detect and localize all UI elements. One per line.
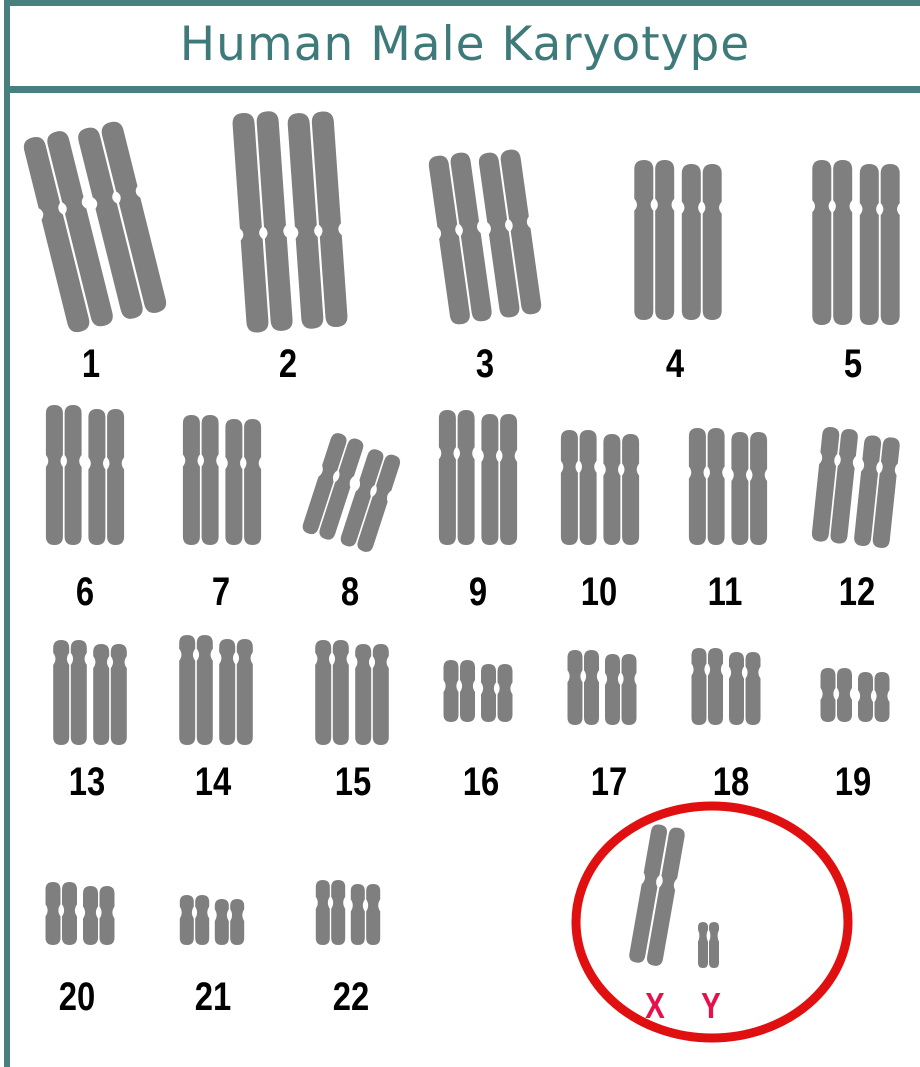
chromosome-pair-20 — [46, 882, 115, 945]
chromosome-pair-12 — [811, 426, 901, 549]
chromosome-21-homolog-b — [215, 899, 244, 945]
chromosome-14-homolog-b — [219, 639, 253, 745]
chromosome-22-homolog-b — [351, 884, 380, 945]
chromosome-2-homolog-a — [232, 111, 293, 334]
label-chromosome-15: 15 — [316, 760, 390, 804]
label-chromosome-18: 18 — [694, 760, 768, 804]
chromosome-7-homolog-b — [225, 419, 261, 545]
label-chromosome-22: 22 — [314, 975, 388, 1019]
chromosome-12-homolog-b — [853, 435, 900, 549]
chromosome-6-homolog-a — [46, 405, 82, 545]
chromosome-pair-4 — [634, 160, 721, 320]
chromosome-pair-7 — [183, 415, 261, 545]
label-chromosome-12: 12 — [820, 570, 894, 614]
chromosome-16-homolog-a — [444, 660, 476, 722]
chromosome-19-homolog-b — [858, 672, 890, 722]
chromosome-pair-18 — [692, 648, 761, 725]
chromosome-6-homolog-b — [88, 409, 124, 545]
chromosome-x — [628, 823, 686, 967]
chromosome-pair-21 — [180, 895, 244, 945]
chromosome-pair-17 — [568, 650, 637, 725]
label-chromosome-10: 10 — [562, 570, 636, 614]
chromosome-pair-8 — [301, 431, 403, 554]
chromosome-19-homolog-a — [821, 668, 853, 722]
chromosome-pair-13 — [53, 640, 127, 745]
chromosome-15-homolog-a — [315, 640, 349, 745]
chromosome-13-homolog-b — [93, 644, 127, 745]
label-chromosome-9: 9 — [441, 570, 515, 614]
chromosome-pair-19 — [821, 668, 890, 722]
chromosome-15-homolog-b — [355, 644, 389, 745]
chromosome-20-homolog-a — [46, 882, 78, 945]
chromosome-18-homolog-a — [692, 648, 724, 725]
label-chromosome-16: 16 — [444, 760, 518, 804]
chromosome-18-homolog-b — [729, 652, 761, 725]
chromosome-pair-14 — [179, 635, 253, 745]
label-chromosome-3: 3 — [448, 342, 522, 386]
chromosome-9-homolog-b — [481, 414, 517, 545]
label-chromosome-8: 8 — [313, 570, 387, 614]
label-chromosome-2: 2 — [251, 342, 325, 386]
chromosome-13-homolog-a — [53, 640, 87, 745]
chromosome-9-homolog-a — [439, 410, 475, 545]
label-chromosome-x: X — [635, 984, 676, 1028]
chromosome-y — [698, 922, 719, 968]
chromosome-4-homolog-a — [634, 160, 674, 320]
label-chromosome-19: 19 — [816, 760, 890, 804]
chromosome-10-homolog-a — [561, 430, 597, 545]
chromosome-5-homolog-b — [860, 164, 900, 325]
chromosome-11-homolog-a — [689, 428, 725, 545]
chromosome-21-homolog-a — [180, 895, 209, 945]
chromosome-pair-6 — [46, 405, 124, 545]
chromosome-16-homolog-b — [481, 664, 513, 722]
chromosome-20-homolog-b — [83, 886, 115, 945]
chromosome-7-homolog-a — [183, 415, 219, 545]
label-chromosome-17: 17 — [572, 760, 646, 804]
chromosome-17-homolog-b — [605, 654, 637, 725]
label-chromosome-7: 7 — [184, 570, 258, 614]
chromosome-22-homolog-a — [316, 880, 345, 945]
label-chromosome-20: 20 — [40, 975, 114, 1019]
chromosome-pair-1 — [22, 116, 169, 335]
label-chromosome-4: 4 — [638, 342, 712, 386]
chromosome-10-homolog-b — [603, 434, 639, 545]
chromosome-2-homolog-b — [287, 111, 348, 330]
label-chromosome-y: Y — [691, 984, 732, 1028]
chromosome-pairs — [22, 107, 901, 968]
chromosome-12-homolog-a — [811, 426, 859, 544]
label-chromosome-5: 5 — [816, 342, 890, 386]
label-chromosome-11: 11 — [688, 570, 762, 614]
chromosome-pair-3 — [428, 144, 543, 325]
chromosome-17-homolog-a — [568, 650, 600, 725]
label-chromosome-13: 13 — [50, 760, 124, 804]
chromosome-pair-10 — [561, 430, 639, 545]
chromosome-pair-22 — [316, 880, 380, 945]
chromosome-pair-11 — [689, 428, 767, 545]
chromosome-pair-2 — [232, 107, 348, 334]
chromosome-pair-15 — [315, 640, 389, 745]
label-chromosome-14: 14 — [176, 760, 250, 804]
chromosome-pair-16 — [444, 660, 513, 722]
label-chromosome-21: 21 — [176, 975, 250, 1019]
label-chromosome-1: 1 — [54, 342, 128, 386]
chromosome-pair-9 — [439, 410, 517, 545]
chromosome-11-homolog-b — [731, 432, 767, 545]
label-chromosome-6: 6 — [48, 570, 122, 614]
chromosome-14-homolog-a — [179, 635, 213, 745]
chromosome-pair-5 — [812, 160, 899, 325]
chromosome-5-homolog-a — [812, 160, 852, 325]
chromosome-4-homolog-b — [682, 164, 722, 320]
